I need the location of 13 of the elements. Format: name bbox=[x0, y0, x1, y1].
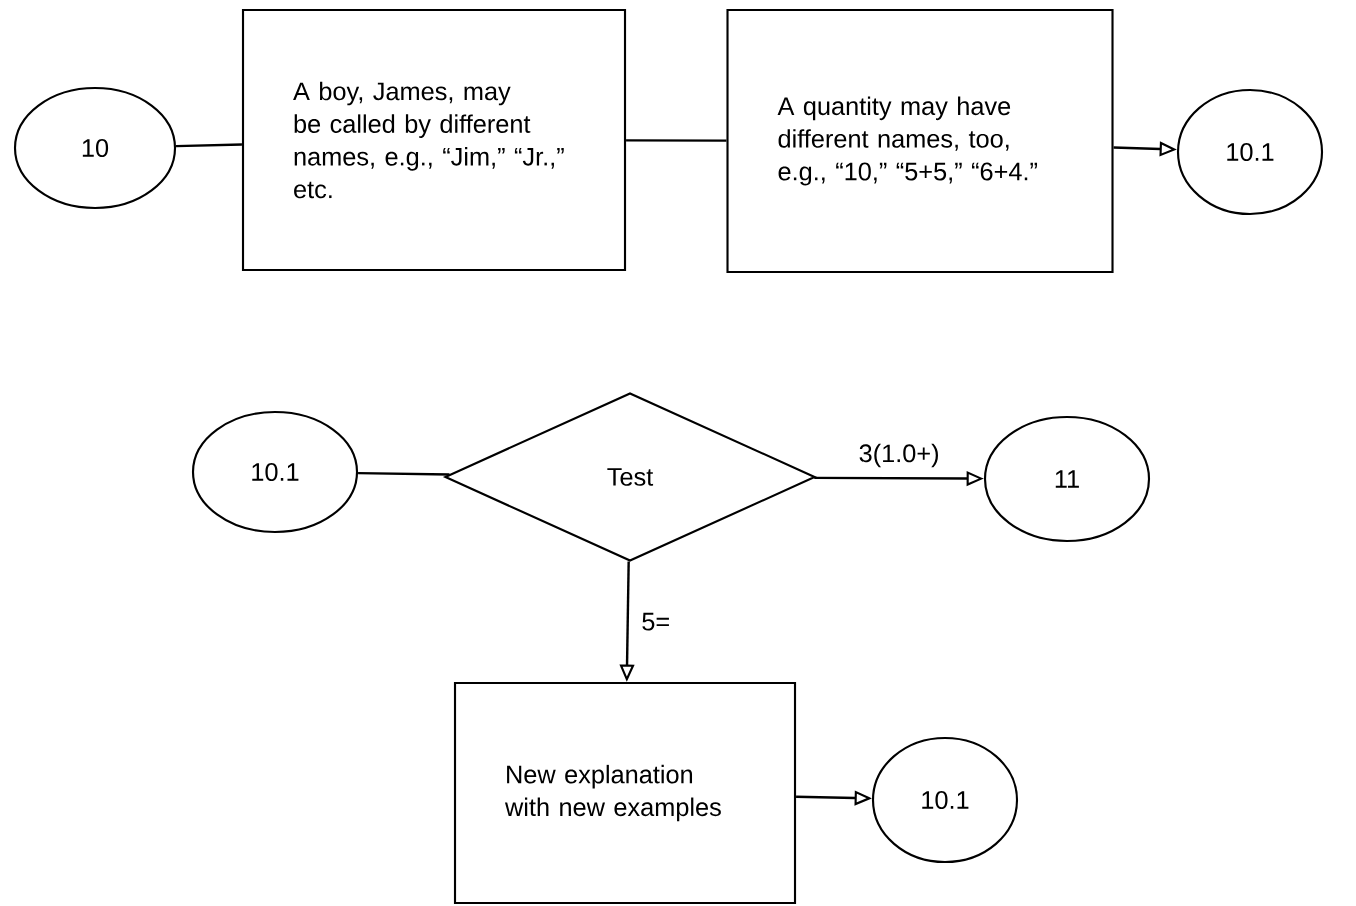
connector-line bbox=[358, 471, 450, 476]
edge-label: 3(1.0+) bbox=[859, 443, 938, 468]
connector-line bbox=[626, 139, 727, 142]
edge-label: 5= bbox=[642, 612, 669, 631]
circle-node: 10.1 bbox=[1176, 88, 1324, 216]
circle-node: 11 bbox=[983, 415, 1151, 543]
connector-line bbox=[176, 143, 242, 148]
process-box: A quantity may have different names, too, e.g., “10,” “5+5,” “6+4.” bbox=[726, 8, 1114, 274]
circle-node: 10.1 bbox=[191, 410, 359, 534]
process-box: A boy, James, may be called by different names, e.g., “Jim,” “Jr.,” etc. bbox=[241, 8, 627, 272]
process-box: New explanation with new examples bbox=[453, 681, 797, 905]
circle-node: 10 bbox=[13, 86, 177, 210]
circle-node: 10.1 bbox=[871, 736, 1019, 864]
